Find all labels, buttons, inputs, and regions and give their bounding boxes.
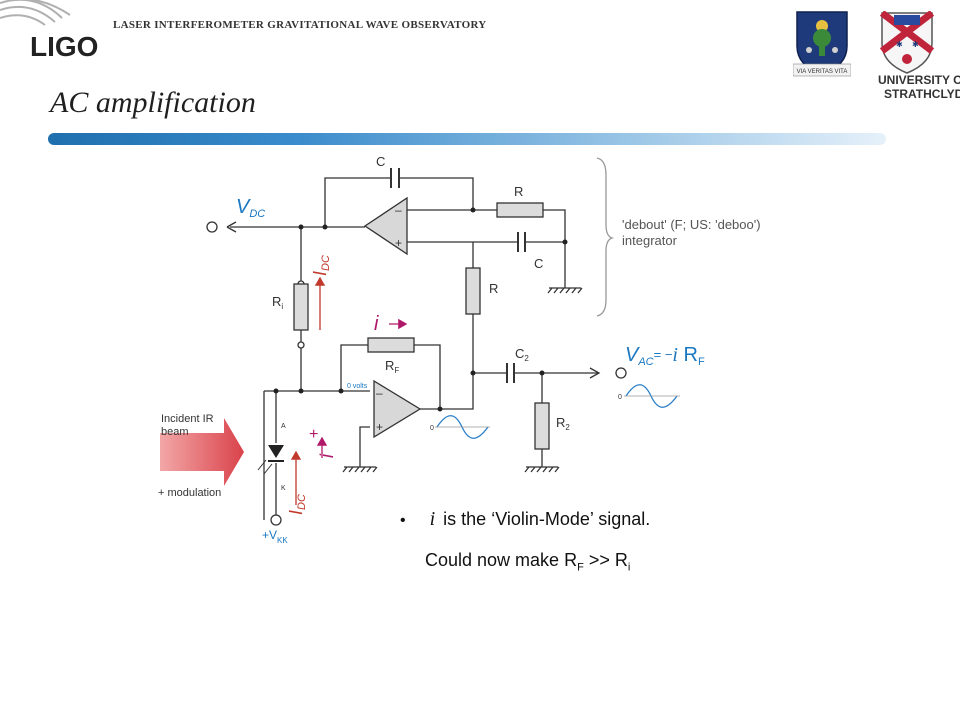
ir-beam-arrow bbox=[160, 418, 244, 486]
r-top-label: R bbox=[514, 184, 523, 199]
i-small-label: i bbox=[317, 453, 337, 458]
ground-symbols bbox=[342, 287, 583, 473]
capacitors bbox=[390, 168, 526, 383]
photodiode bbox=[257, 445, 284, 475]
bullet-text: is the ‘Violin-Mode’ signal. bbox=[443, 509, 651, 529]
strathclyde-crest-logo: ✱ ✱ bbox=[879, 11, 935, 74]
strathclyde-name-line1: UNIVERSITY OF bbox=[878, 73, 960, 87]
incident-label-line1: Incident IR bbox=[161, 413, 214, 425]
zero-volts-label: 0 volts bbox=[347, 383, 368, 390]
modulation-label: + modulation bbox=[158, 487, 221, 499]
i-label: i bbox=[374, 313, 379, 335]
svg-text:✱: ✱ bbox=[912, 40, 919, 49]
vdc-arrow bbox=[226, 221, 237, 233]
vac-equation: VAC= −i RF bbox=[625, 344, 705, 368]
bullet2-text-a: Could now make R bbox=[425, 550, 578, 570]
svg-text:+: + bbox=[395, 236, 402, 250]
idc2-label: IDC bbox=[286, 494, 308, 515]
incident-label-line2: beam bbox=[161, 426, 189, 438]
title-rule bbox=[48, 133, 886, 145]
bullet-violin-mode: • i is the ‘Violin-Mode’ signal. bbox=[400, 508, 650, 531]
glasgow-motto: VIA VERITAS VITA bbox=[797, 69, 848, 75]
opamps bbox=[363, 196, 422, 439]
strathclyde-name-line2: STRATHCLYDE bbox=[884, 87, 960, 101]
idc-label: IDC bbox=[310, 255, 332, 276]
svg-text:+: + bbox=[376, 420, 383, 434]
ligo-logo: LIGO bbox=[0, 0, 98, 62]
wires bbox=[230, 177, 598, 520]
svg-text:–: – bbox=[376, 386, 383, 400]
bullet-i-symbol: i bbox=[429, 508, 436, 530]
vac-arrow bbox=[589, 367, 601, 379]
ligo-logo-text: LIGO bbox=[30, 31, 98, 62]
bullet-rf-ri: Could now make RF >> Ri bbox=[425, 550, 630, 574]
slide-title: AC amplification bbox=[50, 86, 256, 119]
zero-out2-label: 0 bbox=[618, 394, 622, 401]
r-vert-label: R bbox=[489, 281, 498, 296]
resistors bbox=[293, 202, 550, 450]
ri-label: Ri bbox=[272, 294, 283, 311]
c-top-label: C bbox=[376, 154, 385, 169]
junction-dots bbox=[273, 207, 568, 412]
zero-out1-label: 0 bbox=[430, 425, 434, 432]
org-name: LASER INTERFEROMETER GRAVITATIONAL WAVE … bbox=[113, 19, 487, 31]
bullet-dot: • bbox=[400, 512, 406, 529]
r2-label: R2 bbox=[556, 415, 570, 432]
vkk-label: +VKK bbox=[262, 528, 288, 545]
svg-text:✱: ✱ bbox=[896, 40, 903, 49]
integrator-note-line2: integrator bbox=[622, 233, 678, 248]
integrator-note-line1: 'debout' (F; US: 'deboo') bbox=[622, 217, 761, 232]
bullet2-sub-i: i bbox=[627, 561, 631, 574]
glasgow-crest-logo: VIA VERITAS VITA bbox=[793, 11, 851, 77]
vdc-label: VDC bbox=[236, 196, 265, 220]
bullet2-sub-f: F bbox=[577, 561, 584, 574]
bullet2-text-b: >> R bbox=[583, 550, 628, 570]
integrator-brace bbox=[596, 157, 615, 317]
c-mid-label: C bbox=[534, 256, 543, 271]
plus-sign: + bbox=[309, 426, 318, 443]
anode-label: A bbox=[281, 423, 286, 430]
cathode-label: K bbox=[281, 485, 286, 492]
rf-label: RF bbox=[385, 358, 399, 375]
svg-text:–: – bbox=[395, 203, 402, 217]
c2-label: C2 bbox=[515, 346, 529, 363]
